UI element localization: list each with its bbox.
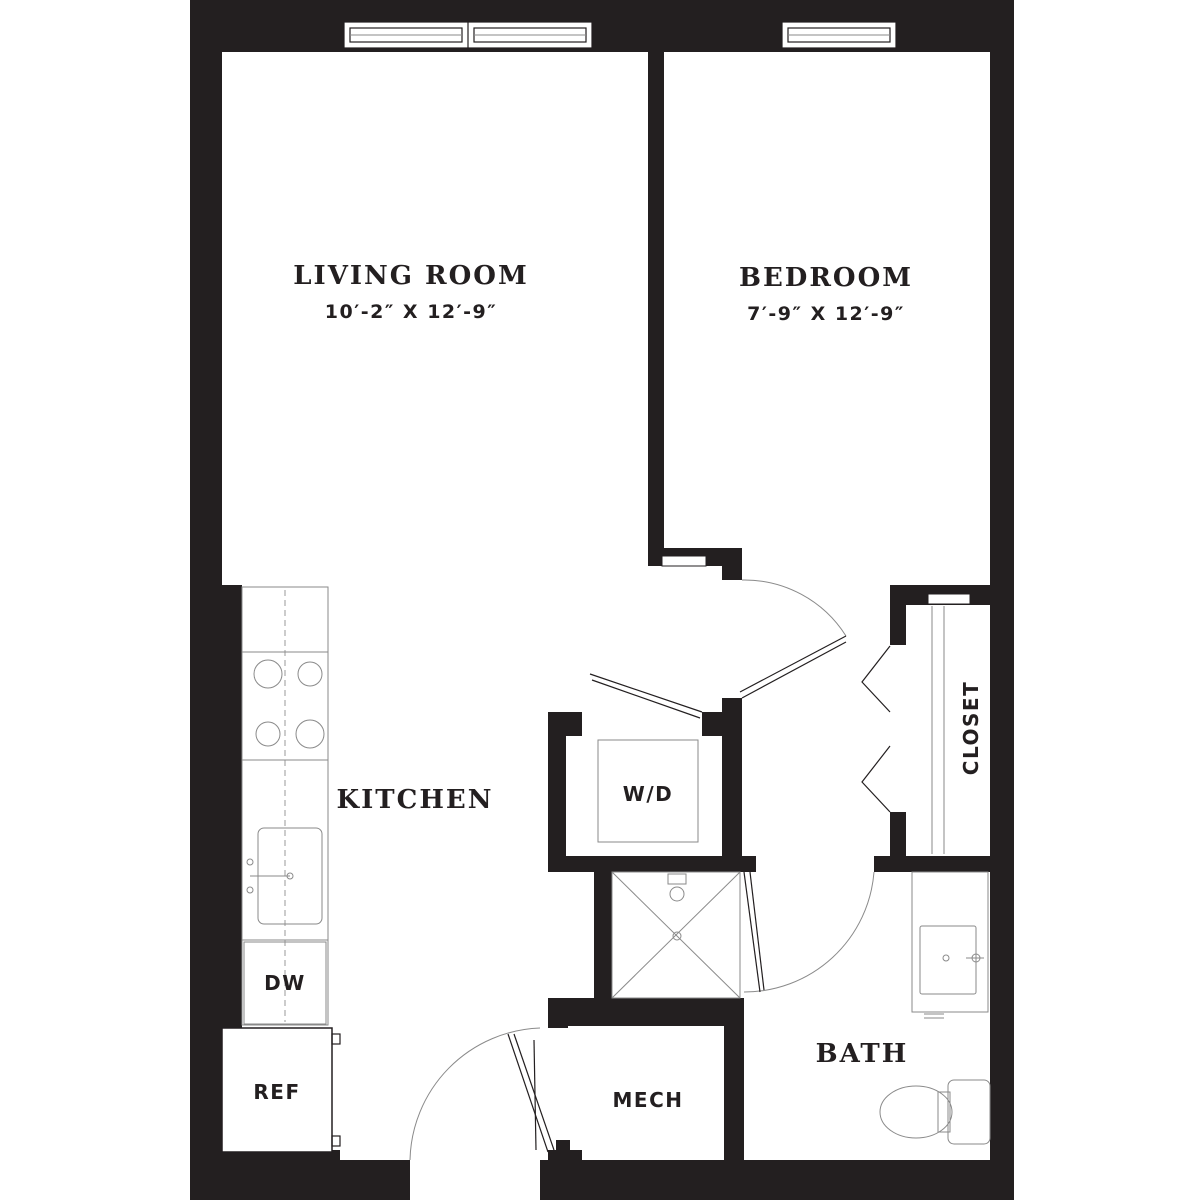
kitchen-counter (241, 586, 329, 1026)
closet-title: CLOSET (959, 681, 983, 775)
washer-dryer: W/D (597, 739, 699, 843)
bedroom-title: BEDROOM (739, 263, 913, 293)
living-room-title: LIVING ROOM (293, 261, 528, 291)
living-room-dimensions: 10′-2″ X 12′-9″ (325, 301, 497, 323)
dishwasher: DW (243, 941, 327, 1025)
dishwasher-label: DW (264, 971, 306, 995)
top-windows (343, 21, 897, 49)
doors (409, 579, 891, 1161)
interior-walls (548, 52, 1014, 1168)
cooktop (253, 659, 325, 749)
washer-dryer-label: W/D (623, 782, 673, 806)
bath-title: BATH (816, 1039, 909, 1069)
toilet (879, 1079, 991, 1145)
kitchen-sink (246, 827, 323, 925)
exterior-walls (190, 0, 1014, 1200)
bedroom-dimensions: 7′-9″ X 12′-9″ (747, 303, 905, 325)
shower (611, 871, 741, 999)
kitchen-title: KITCHEN (337, 785, 494, 815)
refrigerator-label: REF (253, 1080, 300, 1104)
mech-title: MECH (613, 1088, 684, 1112)
refrigerator: REF (221, 1027, 341, 1153)
bath-vanity (911, 871, 989, 1019)
closet-shelf (931, 606, 945, 854)
